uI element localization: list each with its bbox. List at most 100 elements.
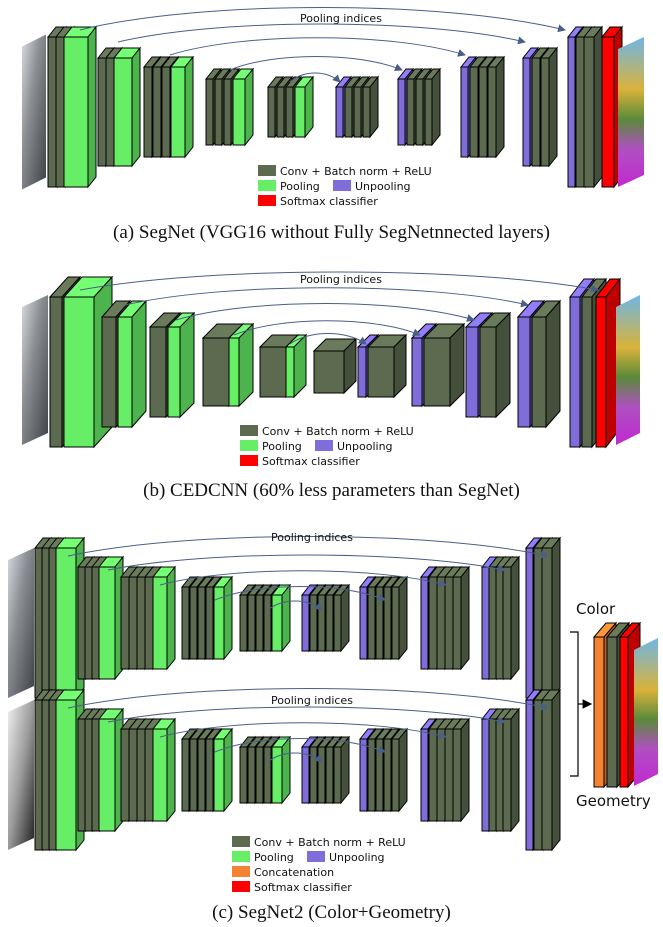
legend-swatch: [315, 440, 333, 451]
legend-label: Pooling: [262, 440, 302, 453]
conv-layer: [501, 707, 521, 833]
pooling-arrow: [107, 554, 506, 573]
conv-layer: [540, 536, 562, 700]
pool-layer: [151, 717, 177, 823]
pooling-indices-label: Pooling indices: [271, 694, 353, 707]
legend-item: Conv + Batch norm + ReLU: [232, 836, 406, 849]
pool-layer: [293, 75, 315, 139]
legend-label: Softmax classifier: [254, 881, 352, 894]
legend-label: Unpooling: [329, 851, 385, 864]
pooling-arrow: [229, 56, 403, 71]
pooling-arrow: [117, 23, 526, 45]
conv-layer: [539, 46, 559, 168]
pool-layer: [227, 322, 255, 408]
caption-a: (a) SegNet (VGG16 without Fully SegNetnn…: [113, 222, 550, 243]
legend-label: Conv + Batch norm + ReLU: [254, 836, 406, 849]
conv-layer: [451, 565, 471, 671]
pooling-arrow: [289, 72, 341, 83]
conv-layer: [486, 55, 506, 159]
pool-layer: [231, 67, 255, 147]
pooling-arrow: [124, 287, 529, 308]
pooling-arrow: [159, 570, 447, 588]
conv-layer: [390, 575, 409, 661]
pooling-indices-label: Pooling indices: [300, 273, 382, 286]
pooling-indices-label: Pooling indices: [300, 12, 382, 25]
legend-swatch: [307, 851, 325, 862]
merge-bracket: [570, 631, 579, 777]
pooling-arrow: [107, 706, 506, 725]
conv-layer: [312, 337, 358, 395]
legend-swatch: [240, 455, 258, 466]
pool-layer: [270, 583, 292, 653]
legend-label: Conv + Batch norm + ReLU: [262, 425, 414, 438]
pooling-arrow: [267, 600, 323, 611]
legend-label: Softmax classifier: [280, 195, 378, 208]
pooling-arrow: [175, 303, 475, 322]
pool-layer: [166, 311, 196, 419]
pooling-arrow: [233, 320, 421, 337]
legend-label: Pooling: [254, 851, 294, 864]
legend-label: Pooling: [280, 180, 320, 193]
conv-layer: [332, 583, 351, 653]
legend-swatch: [258, 180, 276, 191]
pooling-arrow: [79, 7, 566, 33]
input-image: [22, 295, 48, 445]
conv-layer: [501, 555, 521, 681]
conv-layer: [332, 735, 351, 805]
pooling-arrow: [159, 722, 447, 740]
pooling-indices-label: Pooling indices: [271, 531, 353, 544]
legend-swatch: [333, 180, 351, 191]
pooling-arrow: [79, 271, 599, 293]
pool-layer: [212, 575, 234, 661]
pooling-arrow: [289, 333, 367, 345]
legend-swatch: [232, 881, 250, 892]
legend-swatch: [232, 836, 250, 847]
pool-layer: [112, 46, 142, 168]
legend-item: Conv + Batch norm + ReLU: [258, 165, 432, 178]
pool-layer: [97, 555, 125, 681]
legend-swatch: [232, 866, 250, 877]
input-image: [22, 34, 46, 190]
pooling-arrow: [214, 586, 386, 601]
label-geometry: Geometry: [576, 792, 651, 810]
pool-layer: [212, 727, 234, 813]
legend-swatch: [258, 165, 276, 176]
output-segmentation: [634, 638, 658, 786]
conv-layer: [361, 75, 380, 139]
conv-layer: [390, 727, 409, 813]
legend-swatch: [240, 425, 258, 436]
legend-swatch: [232, 851, 250, 862]
conv-layer: [451, 717, 471, 823]
pool-layer: [169, 55, 195, 159]
pooling-arrow: [67, 536, 549, 559]
pooling-arrow: [169, 37, 466, 57]
label-color: Color: [576, 600, 616, 618]
conv-layer: [540, 688, 562, 852]
pooling-arrow: [214, 738, 386, 753]
conv-layer: [478, 311, 512, 419]
conv-layer: [423, 67, 442, 147]
conv-layer: [366, 333, 408, 399]
caption-c: (c) SegNet2 (Color+Geometry): [212, 902, 451, 923]
pool-layer: [62, 25, 98, 189]
legend-label: Softmax classifier: [262, 455, 360, 468]
input-geometry-image: [8, 700, 34, 850]
conv-layer: [422, 322, 466, 408]
pooling-arrow: [267, 752, 323, 763]
legend-swatch: [258, 195, 276, 206]
conv-layer: [530, 299, 562, 429]
pool-layer: [97, 707, 125, 833]
input-color-image: [8, 548, 34, 698]
legend-item: Conv + Batch norm + ReLU: [240, 425, 414, 438]
output-segmentation: [616, 295, 640, 445]
legend-swatch: [240, 440, 258, 451]
legend-label: Unpooling: [337, 440, 393, 453]
legend-label: Conv + Batch norm + ReLU: [280, 165, 432, 178]
pool-layer: [116, 299, 148, 429]
legend-label: Concatenation: [254, 866, 334, 879]
legend-label: Unpooling: [355, 180, 411, 193]
